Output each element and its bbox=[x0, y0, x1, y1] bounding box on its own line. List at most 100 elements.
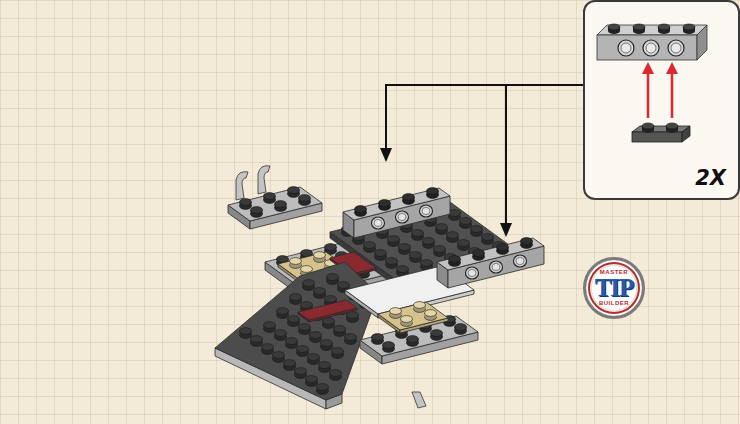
stud bbox=[434, 250, 446, 257]
brick-side bbox=[345, 290, 378, 318]
stud bbox=[455, 328, 467, 335]
stud bbox=[275, 201, 287, 208]
technic-hole bbox=[668, 40, 684, 56]
stud bbox=[471, 226, 483, 233]
stud bbox=[431, 334, 443, 341]
stud bbox=[456, 222, 468, 229]
leader-line bbox=[386, 85, 583, 150]
brick-top bbox=[265, 214, 501, 294]
stud bbox=[345, 337, 357, 341]
brick-front bbox=[309, 308, 357, 322]
stud bbox=[430, 253, 442, 257]
stud bbox=[633, 24, 645, 30]
stud bbox=[314, 292, 326, 299]
stud bbox=[401, 319, 413, 323]
stud bbox=[425, 314, 437, 321]
leader-lines bbox=[380, 85, 583, 237]
stud bbox=[384, 244, 396, 251]
stud bbox=[384, 243, 396, 247]
stud bbox=[308, 357, 320, 361]
stud bbox=[306, 380, 318, 387]
brick-front bbox=[400, 318, 448, 333]
stud bbox=[303, 284, 315, 291]
brick-side bbox=[378, 314, 400, 333]
stud bbox=[317, 388, 329, 395]
stud bbox=[397, 266, 409, 273]
stud bbox=[284, 363, 296, 367]
inset-brick bbox=[597, 24, 707, 60]
stud bbox=[373, 232, 385, 239]
stud bbox=[312, 261, 324, 265]
stud bbox=[407, 339, 419, 343]
stud bbox=[401, 320, 413, 327]
stud bbox=[240, 199, 252, 206]
stud bbox=[347, 316, 359, 323]
stud bbox=[373, 236, 385, 243]
stud bbox=[295, 372, 307, 379]
stud bbox=[290, 294, 302, 301]
stud bbox=[314, 256, 326, 263]
stud bbox=[349, 293, 361, 297]
stud bbox=[312, 314, 324, 321]
stud bbox=[395, 248, 407, 255]
stud bbox=[366, 223, 378, 227]
stud bbox=[312, 313, 324, 317]
stud bbox=[297, 346, 309, 353]
stud bbox=[388, 236, 400, 243]
stud bbox=[455, 324, 467, 331]
stud bbox=[355, 206, 367, 213]
stud bbox=[406, 259, 418, 263]
stud bbox=[421, 223, 433, 227]
stud bbox=[419, 242, 431, 249]
stud bbox=[312, 262, 324, 269]
technic-hole bbox=[398, 213, 406, 220]
stud bbox=[683, 28, 695, 34]
stud bbox=[412, 230, 424, 237]
stud bbox=[336, 308, 348, 315]
technic-hole bbox=[466, 267, 479, 279]
brick-top bbox=[437, 238, 544, 270]
stud bbox=[325, 264, 337, 271]
stud bbox=[299, 327, 311, 331]
stud bbox=[449, 210, 461, 217]
brick-front bbox=[396, 250, 516, 286]
stud bbox=[449, 260, 461, 267]
stud bbox=[364, 245, 376, 249]
stud bbox=[327, 274, 339, 281]
badge-title: TIP bbox=[595, 276, 634, 300]
stud bbox=[455, 327, 467, 331]
stud bbox=[264, 197, 276, 204]
stud bbox=[493, 245, 505, 249]
red-arrow-head bbox=[642, 62, 654, 74]
brick-front bbox=[382, 332, 478, 364]
brick-front bbox=[250, 203, 322, 229]
stud bbox=[443, 240, 455, 247]
stud bbox=[286, 342, 298, 349]
stud bbox=[438, 206, 450, 213]
stud bbox=[425, 216, 437, 223]
stud bbox=[372, 337, 384, 341]
technic-hole bbox=[671, 43, 681, 53]
stud bbox=[371, 257, 383, 261]
stud bbox=[482, 234, 494, 241]
stud bbox=[642, 127, 654, 133]
stud bbox=[443, 239, 455, 243]
stud bbox=[301, 266, 313, 273]
stud bbox=[308, 354, 320, 361]
stud bbox=[460, 218, 472, 225]
stud bbox=[423, 241, 435, 245]
stud bbox=[377, 228, 389, 235]
stud bbox=[414, 302, 426, 309]
stud bbox=[349, 294, 361, 301]
stud bbox=[273, 352, 285, 359]
stud bbox=[608, 28, 620, 34]
stud bbox=[262, 348, 274, 355]
stud bbox=[334, 329, 346, 333]
stud bbox=[297, 349, 309, 353]
stud bbox=[360, 301, 372, 305]
stud bbox=[310, 284, 322, 291]
stud bbox=[427, 188, 439, 195]
stud bbox=[310, 283, 322, 287]
stud bbox=[432, 231, 444, 235]
inset-plate bbox=[632, 123, 690, 142]
